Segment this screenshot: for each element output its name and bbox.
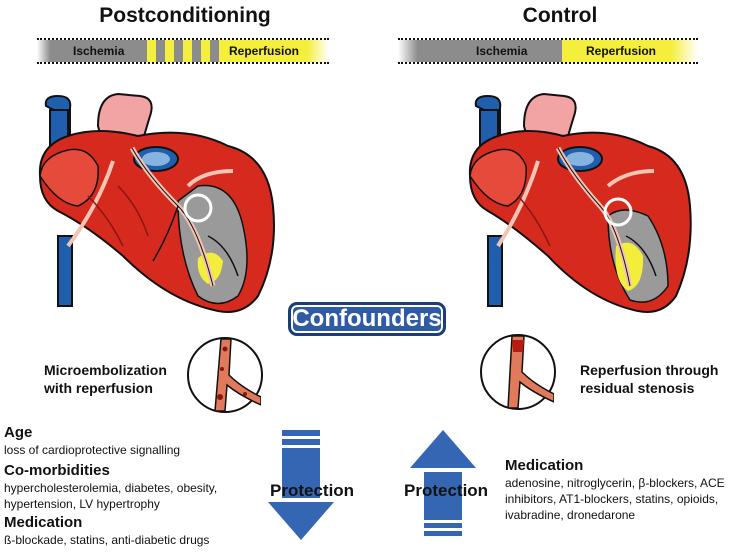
comorbidities-text: hypercholesterolemia, diabetes, obesity,… — [4, 481, 218, 511]
heart-illustration-right — [468, 92, 692, 313]
ischemia-label: Ischemia — [73, 44, 125, 58]
postconditioning-timeline: Ischemia Reperfusion — [37, 38, 329, 64]
residual-stenosis-caption: Reperfusion through residual stenosis — [580, 362, 719, 396]
medication-right-heading: Medication — [505, 457, 584, 474]
age-heading: Age — [4, 424, 33, 441]
control-title: Control — [522, 4, 598, 27]
artery-branch-icon — [187, 337, 263, 413]
reperfusion-label: Reperfusion — [229, 44, 300, 58]
postconditioning-title: Postconditioning — [99, 4, 271, 27]
up-arrow-icon — [410, 430, 476, 536]
comorbidities-heading: Co-morbidities — [4, 462, 110, 479]
reperfusion-label: Reperfusion — [586, 44, 657, 58]
medication-right-text: adenosine, nitroglycerin, β-blockers, AC… — [505, 476, 725, 522]
heart-illustration-left — [38, 92, 275, 313]
control-timeline: Ischemia Reperfusion — [398, 38, 698, 64]
artery-branch-icon — [480, 334, 556, 410]
age-text: loss of cardioprotective signalling — [4, 443, 181, 457]
microembolization-caption: Microembolization with reperfusion — [44, 362, 167, 396]
down-arrow-icon — [268, 430, 334, 540]
medication-left-text: ß-blockade, statins, anti-diabetic drugs — [4, 533, 210, 547]
protection-label-left: Protection — [270, 481, 355, 500]
confounders-label: Confounders — [288, 302, 446, 336]
medication-left-heading: Medication — [4, 514, 83, 531]
protection-label-right: Protection — [404, 481, 489, 500]
timeline-bar-graphic — [398, 40, 698, 62]
timeline-bar-graphic — [37, 40, 329, 62]
ischemia-label: Ischemia — [476, 44, 528, 58]
